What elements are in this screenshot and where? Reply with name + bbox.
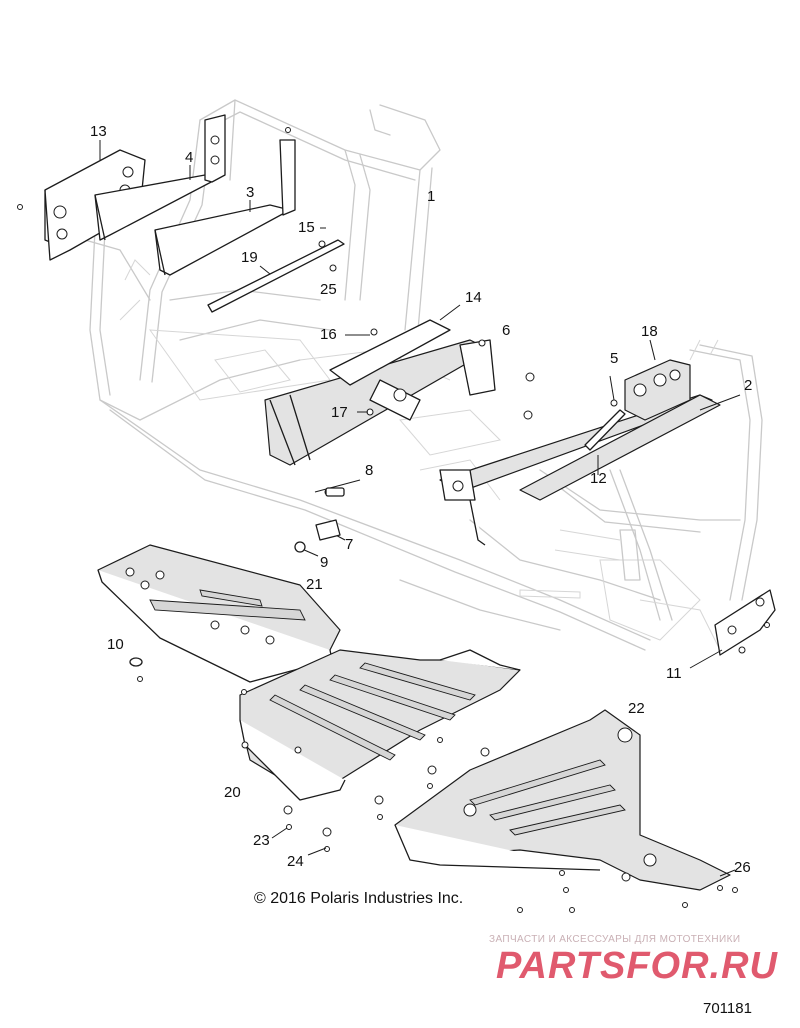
callout-26: 26 [734, 859, 751, 876]
bolt-8 [325, 487, 345, 497]
callout-14: 14 [465, 289, 482, 306]
grommet-10 [129, 657, 143, 667]
callout-9: 9 [320, 554, 329, 571]
shop-tagline: ЗАПЧАСТИ И АКСЕССУАРЫ ДЛЯ МОТОТЕХНИКИ [489, 934, 741, 945]
callout-18: 18 [641, 323, 658, 340]
front-bracket-18 [624, 339, 691, 421]
callout-13: 13 [90, 123, 107, 140]
nut-9 [294, 541, 306, 553]
seat-bracket-4 [94, 114, 226, 241]
hardware-fasteners [17, 127, 770, 913]
cross-member-14 [264, 304, 496, 466]
callout-4: 4 [185, 149, 194, 166]
copyright-text: © 2016 Polaris Industries Inc. [254, 890, 464, 907]
callout-22: 22 [628, 700, 645, 717]
skid-plate-22 [394, 709, 731, 891]
callout-11: 11 [666, 665, 682, 682]
callout-12: 12 [590, 470, 607, 487]
strap-12 [584, 409, 626, 475]
callout-19: 19 [241, 249, 258, 266]
callout-6: 6 [502, 322, 511, 339]
callout-15: 15 [298, 219, 315, 236]
callout-23: 23 [253, 832, 270, 849]
skid-plate-20 [239, 649, 521, 801]
callout-24: 24 [287, 853, 304, 870]
skid-plate-21 [97, 544, 341, 683]
callout-1: 1 [427, 188, 436, 205]
callout-17: 17 [331, 404, 348, 421]
callout-5: 5 [610, 350, 619, 367]
callout-20: 20 [224, 784, 241, 801]
figure-number: 701181 [703, 1000, 752, 1017]
callout-16: 16 [320, 326, 337, 343]
shop-logo: PARTSFOR.RU [496, 945, 778, 986]
clip-7 [315, 519, 341, 541]
front-mount-11 [689, 589, 776, 669]
callout-8: 8 [365, 462, 374, 479]
callout-21: 21 [306, 576, 323, 593]
callout-2: 2 [744, 377, 753, 394]
callout-10: 10 [107, 636, 124, 653]
callout-3: 3 [246, 184, 255, 201]
callout-7: 7 [345, 536, 354, 553]
shop-logo-text: PARTSFOR.RU [496, 945, 778, 986]
callout-25: 25 [320, 281, 337, 298]
main-frame-outline [84, 99, 763, 651]
support-rail-19 [207, 239, 345, 313]
seat-bracket-3 [154, 139, 296, 276]
